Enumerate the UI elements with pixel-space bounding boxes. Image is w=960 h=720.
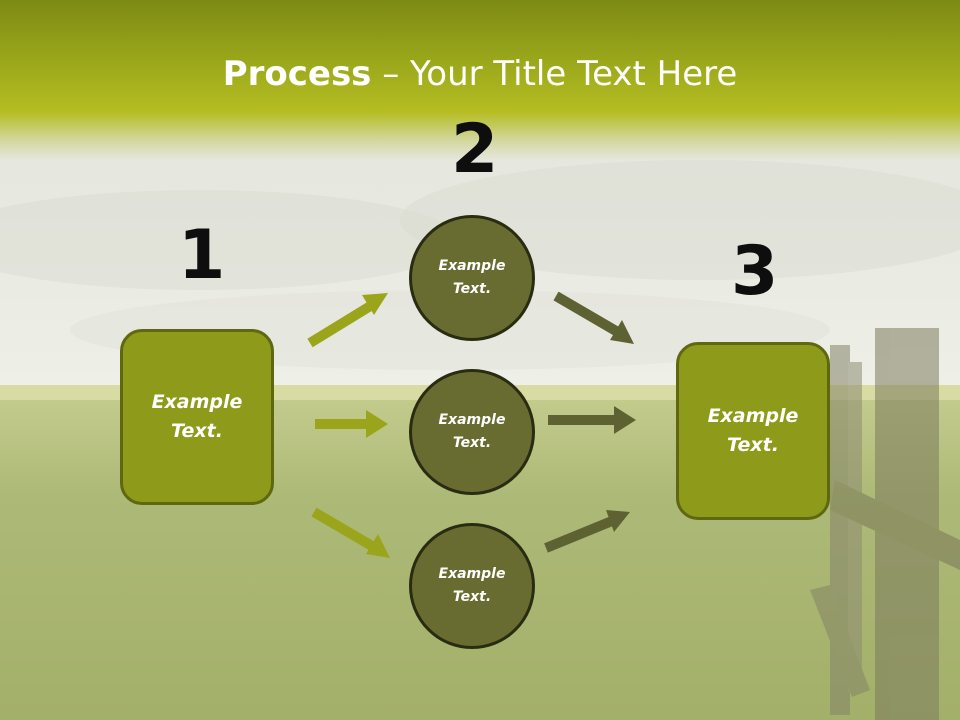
title-bold: Process <box>222 54 372 94</box>
arrow-to-middle-circle <box>315 410 388 438</box>
arrow-to-bottom-circle <box>311 507 390 558</box>
arrow-to-top-circle <box>307 293 388 348</box>
step-number-3: 3 <box>731 232 779 311</box>
slide-title: Process – Your Title Text Here <box>0 54 960 94</box>
arrow-from-top-circle <box>553 291 634 344</box>
arrow-from-bottom-circle <box>544 510 630 553</box>
title-rest: – Your Title Text Here <box>371 54 738 94</box>
title-band <box>0 0 960 160</box>
arrow-from-middle-circle <box>548 406 636 434</box>
step-number-1: 1 <box>178 216 226 295</box>
step-number-2: 2 <box>451 110 499 189</box>
